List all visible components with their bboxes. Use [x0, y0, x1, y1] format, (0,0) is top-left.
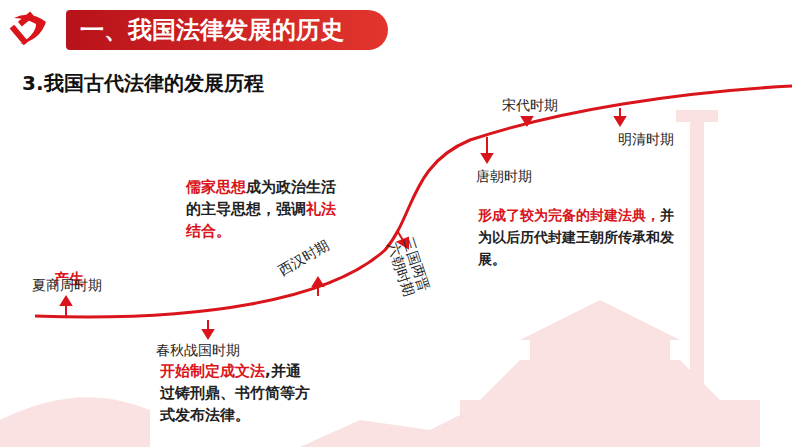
- slide-title: 一、我国法律发展的历史: [66, 16, 344, 44]
- highlight-text: 儒家思想: [186, 178, 246, 196]
- title-banner: 一、我国法律发展的历史: [66, 10, 388, 50]
- period-label: 春秋战国时期: [156, 342, 240, 360]
- period-label: 明清时期: [618, 131, 674, 149]
- description-text: 形成了较为完备的封建法典，并为以后历代封建王朝所传承和发展。: [478, 204, 674, 270]
- period-label: 三国两晋六朝时期: [385, 235, 433, 300]
- timeline-arrows: [61, 108, 625, 338]
- period-label: 宋代时期: [502, 97, 558, 115]
- section-heading: 3.我国古代法律的发展历程: [22, 70, 264, 97]
- timeline-curve: [35, 86, 792, 317]
- description-text: 儒家思想成为政治生活的主导思想，强调礼法结合。: [186, 176, 336, 242]
- description-text: 开始制定成文法,并通过铸刑鼎、书竹简等方式发布法律。: [160, 360, 310, 426]
- highlight-text: 开始制定成文法: [160, 362, 265, 380]
- party-emblem: [10, 12, 46, 46]
- highlight-text: 形成了较为完备的封建法典，: [478, 207, 660, 223]
- period-label: 夏商周时期: [32, 277, 102, 295]
- period-label: 西汉时期: [275, 237, 332, 281]
- period-label: 唐朝时期: [476, 168, 532, 186]
- watermark: [0, 110, 760, 447]
